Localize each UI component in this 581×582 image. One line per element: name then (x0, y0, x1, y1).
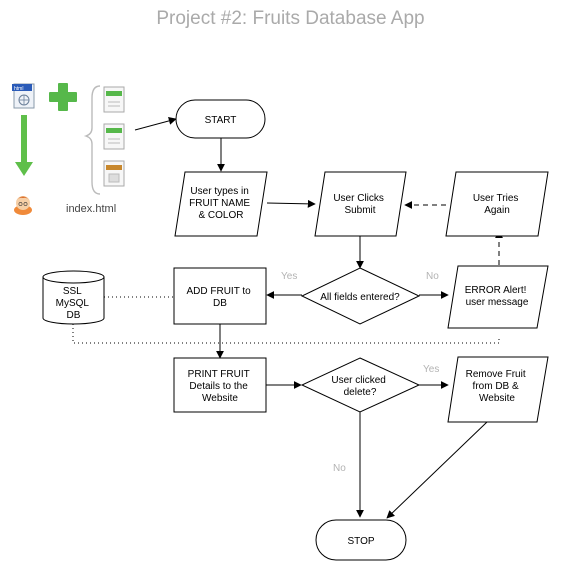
stop-label: STOP (347, 536, 374, 547)
css-file-icon (103, 86, 125, 113)
delete-line-2: delete? (344, 387, 377, 398)
tries-line-1: User Tries (473, 193, 519, 204)
edge-label-yes-1: Yes (281, 271, 297, 282)
edge-label-no-2: No (333, 463, 346, 474)
add-plus-icon (49, 83, 77, 111)
script-file-icon (103, 123, 125, 150)
start-label: START (205, 115, 237, 126)
dotted-db-to-error (72, 324, 500, 344)
submit-line-2: Submit (344, 205, 375, 216)
node-remove-fruit: Remove Fruit from DB & Website (447, 356, 549, 423)
node-delete-decision: User clicked delete? (300, 357, 421, 413)
node-error-alert: ERROR Alert! user message (447, 265, 549, 329)
error-line-1: ERROR Alert! (465, 285, 527, 296)
node-add-fruit: ADD FRUIT to DB (173, 267, 267, 325)
print-line-3: Website (202, 393, 238, 404)
user-avatar-icon (14, 196, 32, 215)
db-line-3: DB (67, 310, 81, 321)
svg-text:PRINT FRUIT Details to: PRINT FRUIT Details to the Website (188, 369, 253, 404)
svg-text:User Clicks Submit: User Clicks Submit (333, 193, 386, 216)
remove-line-1: Remove Fruit (466, 369, 526, 380)
edge-label-yes-2: Yes (423, 364, 439, 375)
arrow-files-to-start (134, 117, 177, 131)
connectors (134, 117, 503, 519)
svg-text:SSL MySQL DB: SSL MySQL DB (56, 286, 92, 321)
remove-line-2: from DB & (473, 381, 519, 392)
add-line-2: DB (213, 298, 227, 309)
page-title: Project #2: Fruits Database App (156, 8, 425, 29)
svg-text:User Tries Again: User Tries Again (473, 193, 521, 216)
delete-line-1: User clicked (331, 375, 385, 386)
add-line-1: ADD FRUIT to (186, 286, 251, 297)
file-panel: html (10, 74, 135, 218)
node-all-fields-decision: All fields entered? (300, 267, 421, 325)
dotted-connectors (72, 296, 500, 344)
node-user-tries-again: User Tries Again (445, 171, 549, 237)
allfields-label: All fields entered? (320, 292, 400, 303)
html-badge: html (14, 86, 23, 92)
types-line-2: FRUIT NAME (189, 198, 250, 209)
node-database: SSL MySQL DB (42, 270, 105, 325)
svg-text:User types in FRUIT NA: User types in FRUIT NAME & COLOR (189, 186, 253, 221)
db-line-1: SSL (63, 286, 82, 297)
print-line-1: PRINT FRUIT (188, 369, 250, 380)
down-arrow-icon (15, 115, 33, 176)
node-stop: STOP (315, 519, 407, 561)
node-print-fruit: PRINT FRUIT Details to the Website (173, 357, 267, 413)
remove-line-3: Website (479, 393, 515, 404)
node-user-clicks-submit: User Clicks Submit (314, 171, 407, 237)
node-start: START (175, 99, 266, 139)
arrow-types-to-submit (266, 199, 316, 208)
svg-text:Remove Fruit from DB &: Remove Fruit from DB & Website (466, 369, 529, 404)
html-file-icon: html (12, 83, 35, 109)
tries-line-2: Again (484, 205, 510, 216)
arrow-remove-to-stop (386, 421, 488, 519)
svg-text:ADD FRUIT to DB: ADD FRUIT to DB (186, 286, 253, 309)
print-line-2: Details to the (189, 381, 248, 392)
error-line-2: user message (466, 297, 529, 308)
filename-label: index.html (66, 203, 116, 215)
types-line-1: User types in (190, 186, 248, 197)
svg-text:ERROR Alert! user mess: ERROR Alert! user message (465, 285, 529, 308)
submit-line-1: User Clicks (333, 193, 384, 204)
edge-label-no-1: No (426, 271, 439, 282)
types-line-3: & COLOR (198, 210, 243, 221)
config-file-icon (103, 160, 125, 187)
svg-text:User clicked delete?: User clicked delete? (331, 375, 388, 398)
node-user-types: User types in FRUIT NAME & COLOR (174, 171, 268, 237)
db-line-2: MySQL (56, 298, 90, 309)
brace (83, 85, 101, 195)
